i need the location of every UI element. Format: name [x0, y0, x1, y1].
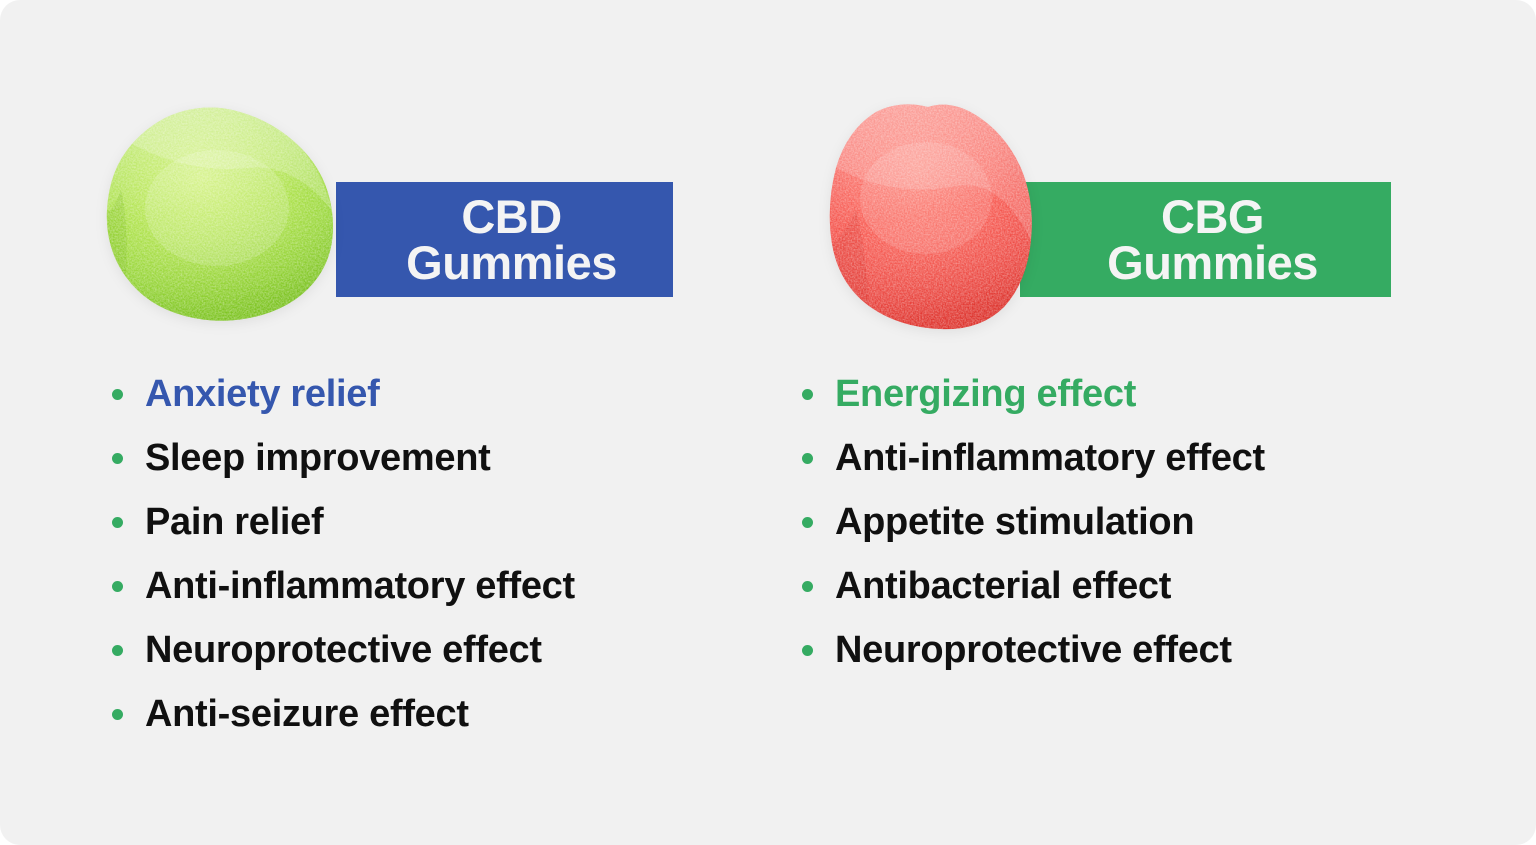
list-item: Anti-inflammatory effect	[790, 426, 1265, 490]
benefit-label: Anti-inflammatory effect	[835, 436, 1265, 479]
cbd-column: CBD Gummies	[100, 0, 800, 845]
benefit-label: Appetite stimulation	[835, 500, 1195, 543]
list-item: Anti-inflammatory effect	[100, 554, 575, 618]
benefit-label: Energizing effect	[835, 372, 1137, 415]
benefit-label: Sleep improvement	[145, 436, 491, 479]
bullet-dot-icon	[802, 644, 813, 656]
benefit-label: Neuroprotective effect	[145, 628, 542, 671]
cbg-header-block: CBG Gummies	[790, 104, 1391, 330]
list-item: Anxiety relief	[100, 362, 575, 426]
bullet-dot-icon	[802, 388, 813, 400]
benefit-label: Pain relief	[145, 500, 324, 543]
bullet-dot-icon	[802, 580, 813, 592]
bullet-dot-icon	[112, 580, 123, 592]
benefit-label: Anti-seizure effect	[145, 692, 469, 735]
bullet-dot-icon	[112, 708, 123, 720]
list-item: Antibacterial effect	[790, 554, 1265, 618]
benefit-label: Anti-inflammatory effect	[145, 564, 575, 607]
bullet-dot-icon	[112, 644, 123, 656]
list-item: Sleep improvement	[100, 426, 575, 490]
benefit-label: Anxiety relief	[145, 372, 380, 415]
list-item: Neuroprotective effect	[100, 618, 575, 682]
cbd-banner-title: CBD Gummies	[406, 189, 617, 289]
cbg-banner: CBG Gummies	[1020, 182, 1391, 297]
cbd-benefit-list: Anxiety relief Sleep improvement Pain re…	[100, 362, 575, 746]
benefit-label: Neuroprotective effect	[835, 628, 1232, 671]
bullet-dot-icon	[112, 388, 123, 400]
bullet-dot-icon	[802, 516, 813, 528]
benefit-label: Antibacterial effect	[835, 564, 1172, 607]
cbd-banner: CBD Gummies	[336, 182, 673, 297]
cbd-header-block: CBD Gummies	[100, 107, 673, 321]
cbg-benefit-list: Energizing effect Anti-inflammatory effe…	[790, 362, 1265, 682]
bullet-dot-icon	[112, 516, 123, 528]
bullet-dot-icon	[802, 452, 813, 464]
red-gummy-image	[824, 98, 1039, 331]
list-item: Pain relief	[100, 490, 575, 554]
cbg-banner-title: CBG Gummies	[1107, 189, 1318, 289]
cbg-column: CBG Gummies	[790, 0, 1490, 845]
list-item: Energizing effect	[790, 362, 1265, 426]
list-item: Neuroprotective effect	[790, 618, 1265, 682]
list-item: Appetite stimulation	[790, 490, 1265, 554]
green-gummy-image	[99, 104, 342, 326]
bullet-dot-icon	[112, 452, 123, 464]
list-item: Anti-seizure effect	[100, 682, 575, 746]
